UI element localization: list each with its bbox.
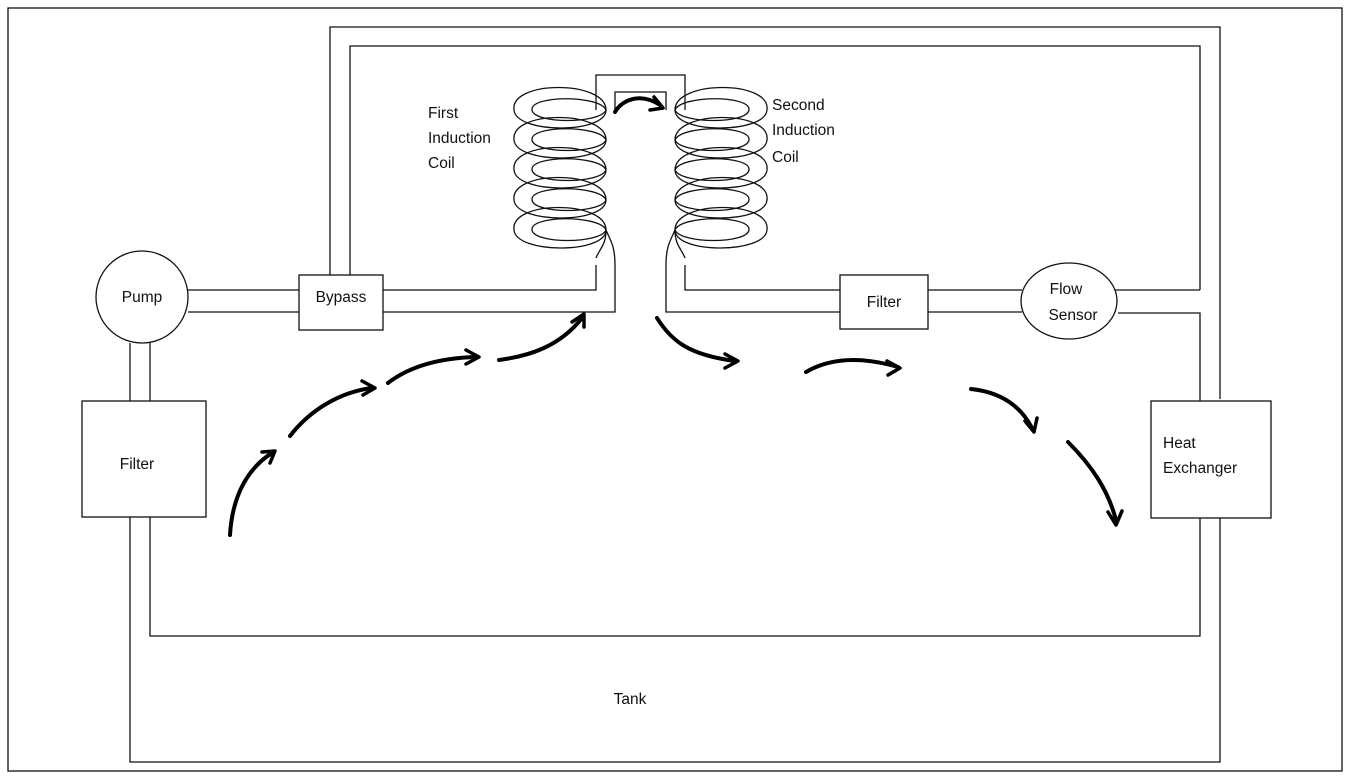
bypass-label: Bypass (316, 289, 367, 306)
sensor-to-exchanger-pipe (1118, 312, 1201, 401)
flow-arrow (228, 449, 277, 537)
bypass-coil-pipe (383, 265, 616, 313)
bypass-valve: Bypass (298, 274, 384, 331)
pump-label: Pump (122, 289, 163, 306)
tank-label: Tank (614, 691, 647, 708)
bypass-return-pipe (329, 26, 1221, 399)
flow-sensor-label-line2: Sensor (1048, 307, 1097, 324)
svg-text:Coil: Coil (428, 155, 455, 172)
flow-arrow (969, 387, 1039, 434)
coil-filter-pipe (665, 265, 840, 313)
pump-bypass-pipe (188, 289, 300, 313)
flow-arrow (655, 316, 740, 370)
flow-sensor: Flow Sensor (1020, 262, 1118, 340)
top-filter: Filter (839, 274, 929, 330)
svg-text:Second: Second (772, 97, 825, 114)
left-filter-label: Filter (120, 456, 154, 473)
flow-arrow (497, 312, 586, 362)
coil-bridge-pipe (595, 74, 686, 110)
flow-arrows (228, 95, 1124, 537)
flow-arrow (386, 348, 481, 385)
svg-text:Coil: Coil (772, 149, 799, 166)
first-coil-label: First Induction Coil (428, 105, 491, 172)
first-induction-coil (513, 86, 616, 266)
left-filter: Filter (81, 400, 207, 518)
heat-exchanger-label-line1: Heat (1163, 435, 1196, 452)
tank-outer-wall (129, 517, 1221, 763)
svg-text:Induction: Induction (428, 130, 491, 147)
heat-exchanger-label-line2: Exchanger (1163, 460, 1237, 477)
top-filter-label: Filter (867, 294, 901, 311)
svg-text:Induction: Induction (772, 122, 835, 139)
flow-arrow (613, 95, 665, 114)
pump-outlet-pipe (129, 343, 151, 401)
flow-arrow (1066, 440, 1124, 527)
flow-arrow (804, 357, 902, 377)
pump: Pump (95, 250, 189, 344)
filter-sensor-pipe (928, 289, 1022, 313)
heat-exchanger: Heat Exchanger (1150, 400, 1272, 519)
flow-sensor-label-line1: Flow (1050, 281, 1084, 298)
flow-arrow (288, 379, 377, 438)
tank-inner-wall (149, 517, 1201, 637)
outer-frame (7, 7, 1343, 772)
second-coil-label: Second Induction Coil (772, 97, 835, 166)
second-induction-coil (665, 86, 768, 266)
svg-text:First: First (428, 105, 459, 122)
